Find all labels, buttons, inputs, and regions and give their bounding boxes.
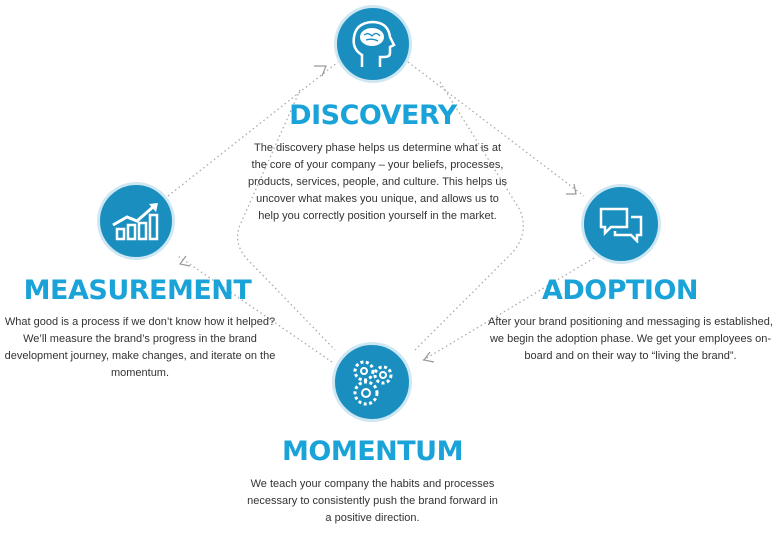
measurement-description: What good is a process if we don’t know … xyxy=(4,316,276,379)
momentum-title: MOMENTUM xyxy=(282,436,463,467)
adoption-icon-circle xyxy=(581,184,661,264)
arrow-to-discovery xyxy=(314,65,327,77)
momentum-description: We teach your company the habits and pro… xyxy=(247,478,498,524)
discovery-description: The discovery phase helps us determine w… xyxy=(247,142,508,222)
connector-measurement-discovery xyxy=(167,61,339,197)
measurement-icon-circle xyxy=(97,182,175,260)
connector-discovery-adoption xyxy=(407,61,585,197)
head-brain-icon xyxy=(352,20,396,67)
adoption-description: After your brand positioning and messagi… xyxy=(488,316,773,362)
arrow-to-measurement xyxy=(178,255,191,267)
discovery-title: DISCOVERY xyxy=(289,100,457,131)
momentum-icon-circle xyxy=(332,342,412,422)
inner-loop xyxy=(236,81,524,351)
arrow-to-adoption xyxy=(566,183,577,195)
adoption-title: ADOPTION xyxy=(541,275,699,306)
measurement-title: MEASUREMENT xyxy=(23,275,252,306)
discovery-icon-circle xyxy=(334,5,412,83)
gears-icon xyxy=(353,360,393,406)
growth-chart-icon xyxy=(112,203,159,241)
speech-bubbles-icon xyxy=(599,207,643,243)
arrow-to-momentum xyxy=(422,351,435,363)
